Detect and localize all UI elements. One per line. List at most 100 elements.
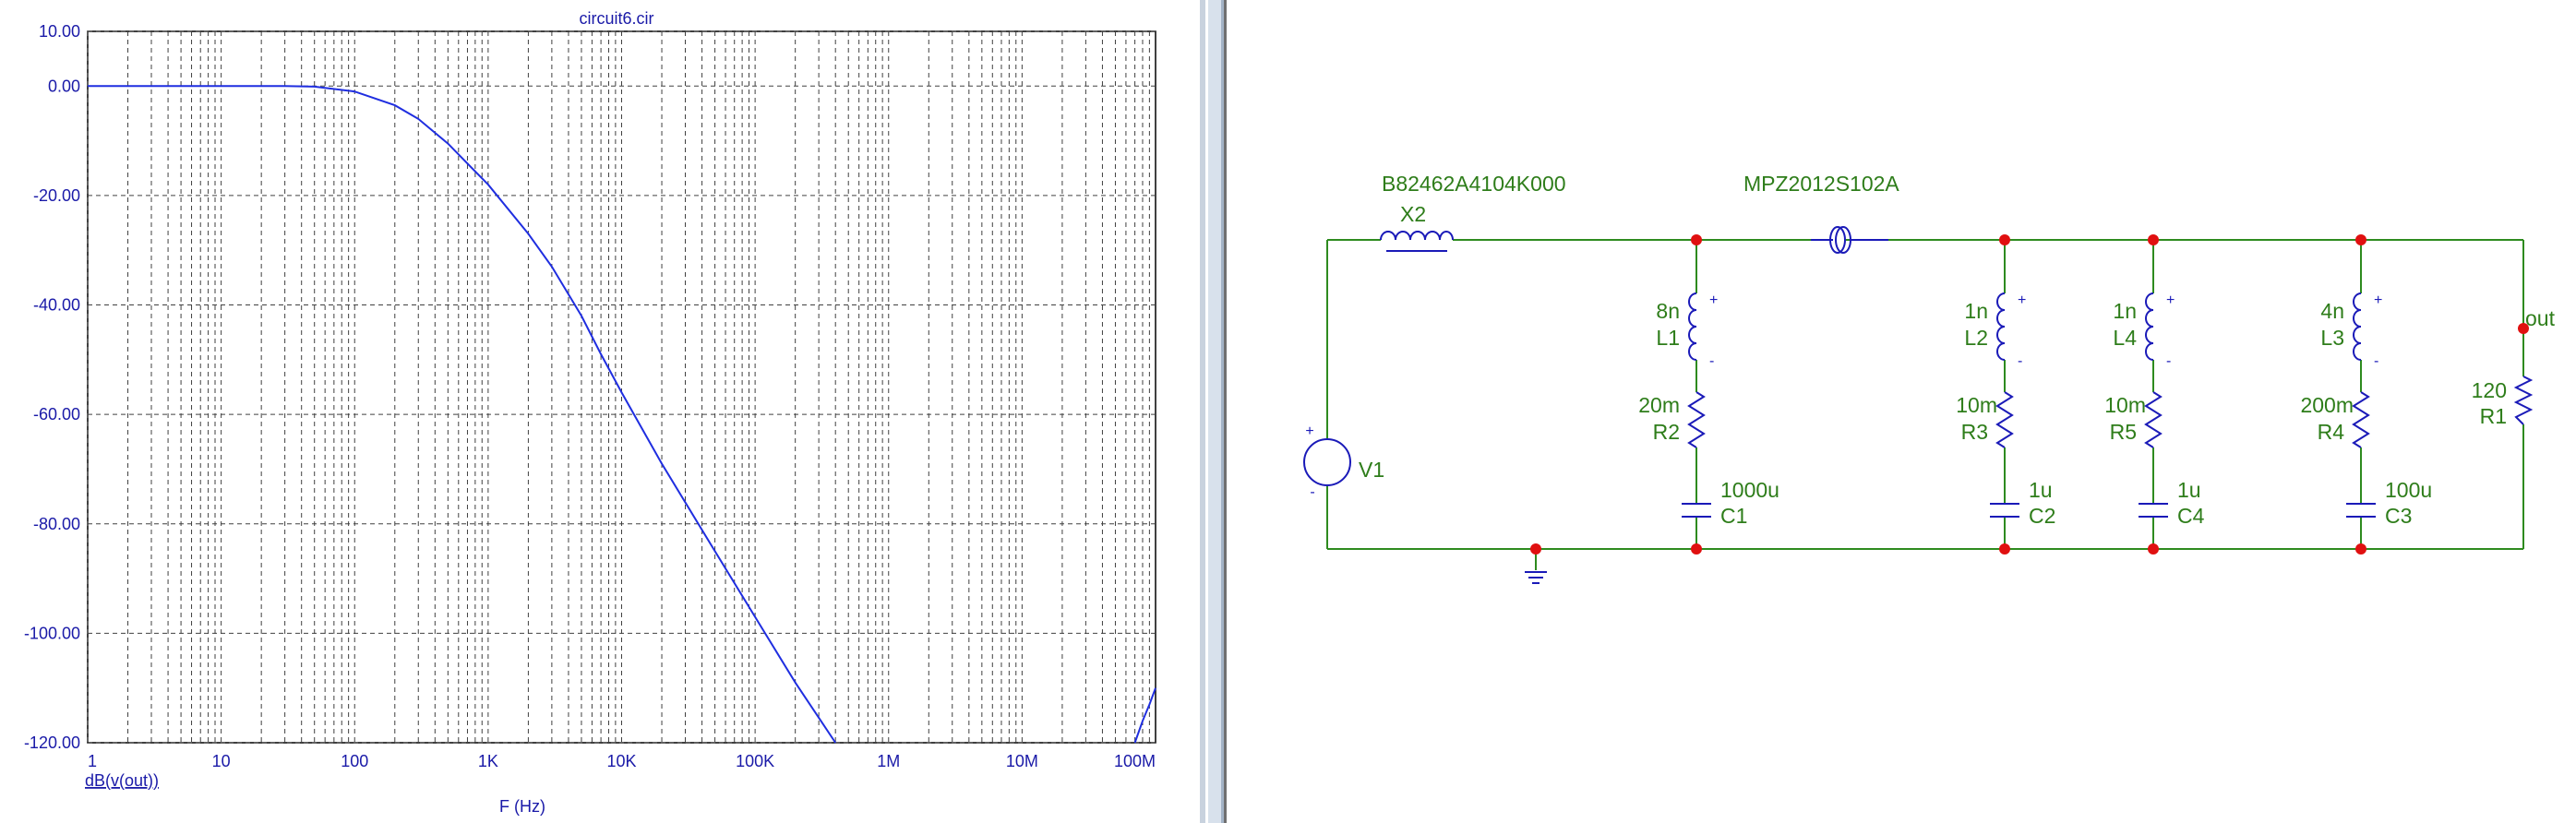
l1-minus-sign: - (1709, 353, 1714, 369)
out-node[interactable] (2518, 323, 2529, 334)
ferrite-part-label: MPZ2012S102A (1743, 172, 1899, 196)
l4-ref-label: L4 (2113, 326, 2137, 350)
y-tick-label: 0.00 (48, 77, 80, 95)
l4-minus-sign: - (2166, 353, 2171, 369)
inductor-x2-symbol[interactable] (1380, 231, 1454, 252)
ground-symbol (1525, 571, 1547, 584)
l1-ref-label: L1 (1656, 326, 1680, 350)
c2-value-label: 1u (2029, 478, 2053, 502)
junction-nodes (1530, 234, 2529, 555)
r2-value-label: 20m (1638, 393, 1680, 417)
resistor-r3-symbol[interactable] (1995, 391, 2014, 448)
l1-value-label: 8n (1656, 299, 1680, 323)
inductor-l2-symbol[interactable] (1996, 292, 2006, 361)
v1-ref-label: V1 (1359, 458, 1384, 482)
junction-node (1691, 543, 1702, 555)
l3-value-label: 4n (2320, 299, 2344, 323)
c3-ref-label: C3 (2385, 504, 2412, 528)
c1-value-label: 1000u (1720, 478, 1779, 502)
v1-minus-sign: - (1310, 484, 1314, 500)
x-tick-label: 100 (341, 752, 368, 770)
ferrite-bead-symbol[interactable] (1811, 226, 1888, 254)
c3-value-label: 100u (2385, 478, 2432, 502)
resistor-r5-symbol[interactable] (2144, 391, 2163, 448)
y-tick-label: 10.00 (39, 22, 80, 41)
x2-part-label: B82462A4104K000 (1382, 172, 1566, 196)
c4-value-label: 1u (2177, 478, 2201, 502)
plot-title: circuit6.cir (579, 9, 653, 28)
junction-node (1530, 543, 1541, 555)
r5-value-label: 10m (2104, 393, 2146, 417)
x-tick-label: 1K (478, 752, 498, 770)
inductor-l4-symbol[interactable] (2145, 292, 2154, 361)
capacitor-c2-symbol[interactable] (1990, 503, 2019, 518)
x-tick-label: 10 (212, 752, 231, 770)
l3-ref-label: L3 (2320, 326, 2344, 350)
r2-ref-label: R2 (1653, 420, 1680, 444)
frequency-response-plot: circuit6.cir 10.00 0.00 -20.00 -40.00 -60.00… (24, 9, 1156, 816)
r5-ref-label: R5 (2110, 420, 2137, 444)
x-axis-label: F (Hz) (499, 797, 545, 816)
x-tick-label: 10M (1006, 752, 1038, 770)
schematic-canvas[interactable]: B82462A4104K000 X2 MPZ2012S102A + - V1 (1231, 0, 2576, 823)
r1-value-label: 120 (2472, 378, 2507, 402)
y-tick-label: -20.00 (33, 186, 80, 205)
y-axis-ticks: 10.00 0.00 -20.00 -40.00 -60.00 -80.00 -100.00… (24, 22, 80, 752)
l1-plus-sign: + (1709, 292, 1718, 308)
c1-ref-label: C1 (1720, 504, 1747, 528)
l3-plus-sign: + (2374, 292, 2382, 308)
resistor-r2-symbol[interactable] (1687, 391, 1706, 448)
l4-plus-sign: + (2166, 292, 2175, 308)
splitter-graphic (1200, 0, 1231, 823)
r4-ref-label: R4 (2318, 420, 2345, 444)
l2-plus-sign: + (2018, 292, 2026, 308)
r1-ref-label: R1 (2480, 404, 2507, 428)
trace-label[interactable]: dB(v(out)) (85, 771, 159, 790)
x-tick-label: 10K (606, 752, 636, 770)
capacitor-c4-symbol[interactable] (2139, 503, 2168, 518)
y-tick-label: -60.00 (33, 405, 80, 423)
inductor-l3-symbol[interactable] (2353, 292, 2362, 361)
l2-value-label: 1n (1964, 299, 1988, 323)
y-tick-label: -80.00 (33, 515, 80, 533)
x-tick-label: 1 (88, 752, 97, 770)
schematic-editor-pane[interactable]: B82462A4104K000 X2 MPZ2012S102A + - V1 (1231, 0, 2576, 823)
junction-node (1999, 543, 2010, 555)
l4-value-label: 1n (2113, 299, 2137, 323)
series-line (1133, 687, 1156, 744)
r3-value-label: 10m (1956, 393, 1997, 417)
x-tick-label: 1M (877, 752, 900, 770)
capacitor-c3-symbol[interactable] (2346, 503, 2376, 518)
x-tick-label: 100M (1114, 752, 1156, 770)
junction-node (1999, 234, 2010, 245)
voltage-source-v1-symbol[interactable] (1303, 438, 1351, 486)
y-tick-label: -40.00 (33, 296, 80, 315)
inductor-l1-symbol[interactable] (1688, 292, 1697, 361)
l2-minus-sign: - (2018, 353, 2022, 369)
schematic-wires (1326, 239, 2524, 570)
x-axis-ticks: 1 10 100 1K 10K 100K 1M 10M 100M (88, 752, 1156, 770)
junction-node (2355, 234, 2366, 245)
trace-layer (88, 85, 1156, 744)
c4-ref-label: C4 (2177, 504, 2205, 528)
c2-ref-label: C2 (2029, 504, 2055, 528)
plot-grid (87, 30, 1156, 744)
y-tick-label: -120.00 (24, 734, 80, 752)
x2-ref-label: X2 (1400, 202, 1426, 226)
out-node-label: out (2525, 306, 2556, 330)
resistor-r1-symbol[interactable] (2513, 376, 2534, 425)
pane-splitter[interactable] (1200, 0, 1231, 823)
x-tick-label: 100K (736, 752, 774, 770)
analysis-plot-pane: circuit6.cir 10.00 0.00 -20.00 -40.00 -60.00… (0, 0, 1200, 823)
series-line (88, 85, 837, 744)
r4-value-label: 200m (2300, 393, 2354, 417)
junction-node (2148, 234, 2159, 245)
capacitor-c1-symbol[interactable] (1682, 503, 1711, 518)
r3-ref-label: R3 (1961, 420, 1988, 444)
junction-node (1691, 234, 1702, 245)
junction-node (2148, 543, 2159, 555)
resistor-r4-symbol[interactable] (2352, 391, 2370, 448)
y-tick-label: -100.00 (24, 624, 80, 642)
l3-minus-sign: - (2374, 353, 2378, 369)
